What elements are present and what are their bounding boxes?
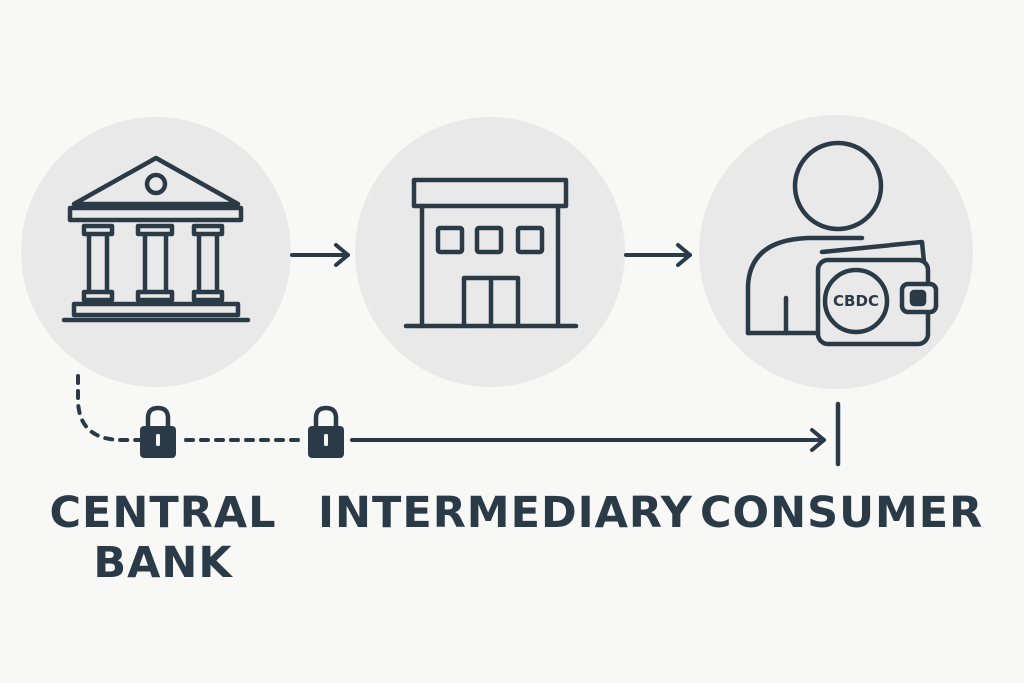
consumer-label: CONSUMER <box>700 488 984 538</box>
arrow-right-icon <box>290 243 350 267</box>
intermediary-label: INTERMEDIARY <box>318 488 693 538</box>
bank-icon <box>61 155 251 323</box>
central-bank-label-line2: BANK <box>93 538 233 588</box>
building-icon <box>403 177 579 329</box>
dashed-path <box>76 374 142 442</box>
wallet-badge-text: CBDC <box>833 292 879 310</box>
central-bank-label-line1: CENTRAL <box>49 488 277 538</box>
lock-icon <box>308 405 344 458</box>
arrow-right-icon <box>624 243 692 267</box>
person-icon <box>745 140 884 336</box>
wallet-icon <box>815 239 939 347</box>
arrow-right-icon <box>350 428 826 452</box>
lock-icon <box>140 405 176 458</box>
central-bank-label: CENTRAL BANK <box>48 488 278 588</box>
